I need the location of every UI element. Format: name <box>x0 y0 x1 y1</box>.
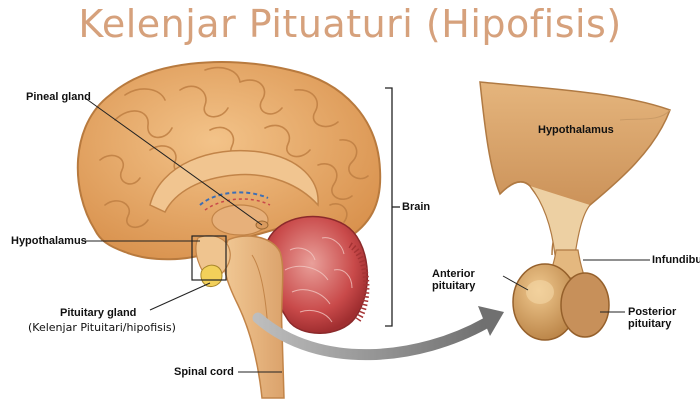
leader-pineal-gland <box>84 97 263 226</box>
label-spinal-cord: Spinal cord <box>174 366 234 378</box>
connector-arrow <box>252 306 504 361</box>
label-pituitary-gland: Pituitary gland <box>60 307 137 319</box>
pituitary-highlight-box <box>191 235 227 281</box>
cerebellum-illustration <box>265 215 370 334</box>
brain-bracket <box>385 87 393 327</box>
label-infundibulum: Infundibulum <box>652 254 700 266</box>
label-posterior-pituitary-line2: pituitary <box>628 318 672 330</box>
label-pituitary-gland-translation: (Kelenjar Pituitari/hipofisis) <box>28 321 176 334</box>
hypothalamus-right-illustration <box>479 81 671 256</box>
label-posterior-pituitary-line1: Posterior <box>628 306 677 318</box>
label-brain: Brain <box>402 201 431 213</box>
brain-illustration <box>76 61 382 261</box>
hypothalamus-left-illustration <box>195 235 231 287</box>
label-pineal-gland: Pineal gland <box>26 91 91 103</box>
label-anterior-pituitary-line1: Anterior <box>432 268 475 280</box>
page-title: Kelenjar Pituaturi (Hipofisis) <box>78 2 622 46</box>
leader-pituitary-gland <box>149 282 211 311</box>
label-hypothalamus-right: Hypothalamus <box>538 124 614 136</box>
label-hypothalamus-left: Hypothalamus <box>11 235 87 247</box>
pituitary-right-illustration <box>512 263 610 341</box>
leader-anterior-pituitary <box>502 275 529 291</box>
label-anterior-pituitary-line2: pituitary <box>432 280 476 292</box>
label-anterior-pituitary: Anterior pituitary <box>432 268 475 292</box>
label-posterior-pituitary: Posterior pituitary <box>628 306 676 330</box>
